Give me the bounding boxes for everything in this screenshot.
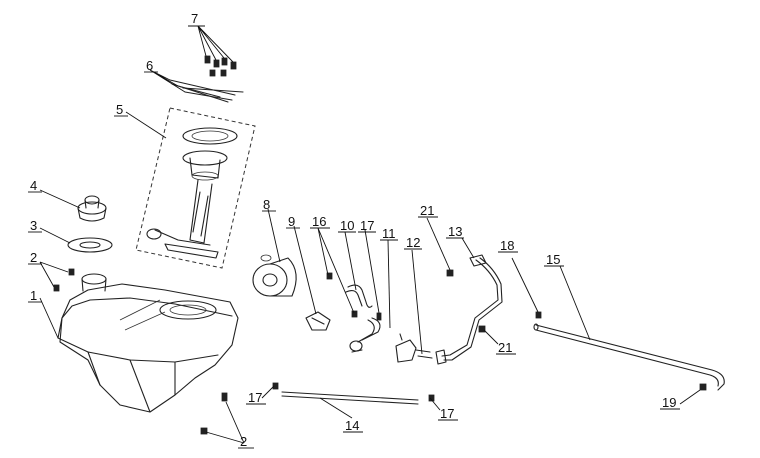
- callout-3: 3: [30, 218, 37, 233]
- hose-clamp-18: [535, 311, 542, 319]
- connector-hose: [349, 317, 381, 353]
- fuel-pipe: [435, 254, 503, 365]
- callout-labels: 7 6 5 4 3 2 1 8 9 16 10 17 11 12 21 13 1…: [30, 11, 676, 449]
- hose-clamp-17-upper: [376, 312, 382, 321]
- screw-set: [204, 55, 237, 77]
- hose-clamp-17-lower: [272, 382, 435, 402]
- clip: [305, 311, 331, 331]
- breather-tube: [533, 323, 725, 391]
- callout-2-upper: 2: [30, 250, 37, 265]
- callout-2-lower: 2: [240, 434, 247, 449]
- callout-9: 9: [288, 214, 295, 229]
- fuel-valve: [395, 333, 433, 363]
- hose-clamp-21: [446, 269, 486, 333]
- callout-5: 5: [116, 102, 123, 117]
- callout-14: 14: [345, 418, 359, 433]
- fuel-pump-assembly: [135, 107, 256, 269]
- callout-17-upper: 17: [360, 218, 374, 233]
- fuel-pump-bolts: [169, 79, 244, 103]
- callout-8: 8: [263, 197, 270, 212]
- callout-19: 19: [662, 395, 676, 410]
- drain-hose: [281, 391, 419, 405]
- callout-18: 18: [500, 238, 514, 253]
- leader-lines: [39, 25, 701, 444]
- tank-bolts-upper: [53, 268, 75, 292]
- fuel-tank: [57, 273, 239, 413]
- callout-11: 11: [382, 226, 396, 241]
- callout-6: 6: [146, 58, 153, 73]
- callout-15: 15: [546, 252, 560, 267]
- callout-10: 10: [340, 218, 354, 233]
- callout-17-lower-right: 17: [440, 406, 454, 421]
- hose-clamp-19: [699, 383, 707, 391]
- callout-7: 7: [191, 11, 198, 26]
- callout-12: 12: [406, 235, 420, 250]
- fuel-cap: [77, 195, 107, 222]
- callout-17-lower-left: 17: [248, 390, 262, 405]
- callout-21-upper: 21: [420, 203, 434, 218]
- callout-underlines: [28, 25, 680, 449]
- callout-13: 13: [448, 224, 462, 239]
- callout-1: 1: [30, 288, 37, 303]
- curved-hose: [345, 284, 373, 308]
- filler-gasket: [67, 237, 113, 253]
- tank-bolts-lower: [200, 392, 228, 435]
- hose-clamp-16: [326, 272, 358, 318]
- callout-21-lower: 21: [498, 340, 512, 355]
- callout-16: 16: [312, 214, 326, 229]
- callout-4: 4: [30, 178, 37, 193]
- fuel-filter-canister: [252, 254, 297, 297]
